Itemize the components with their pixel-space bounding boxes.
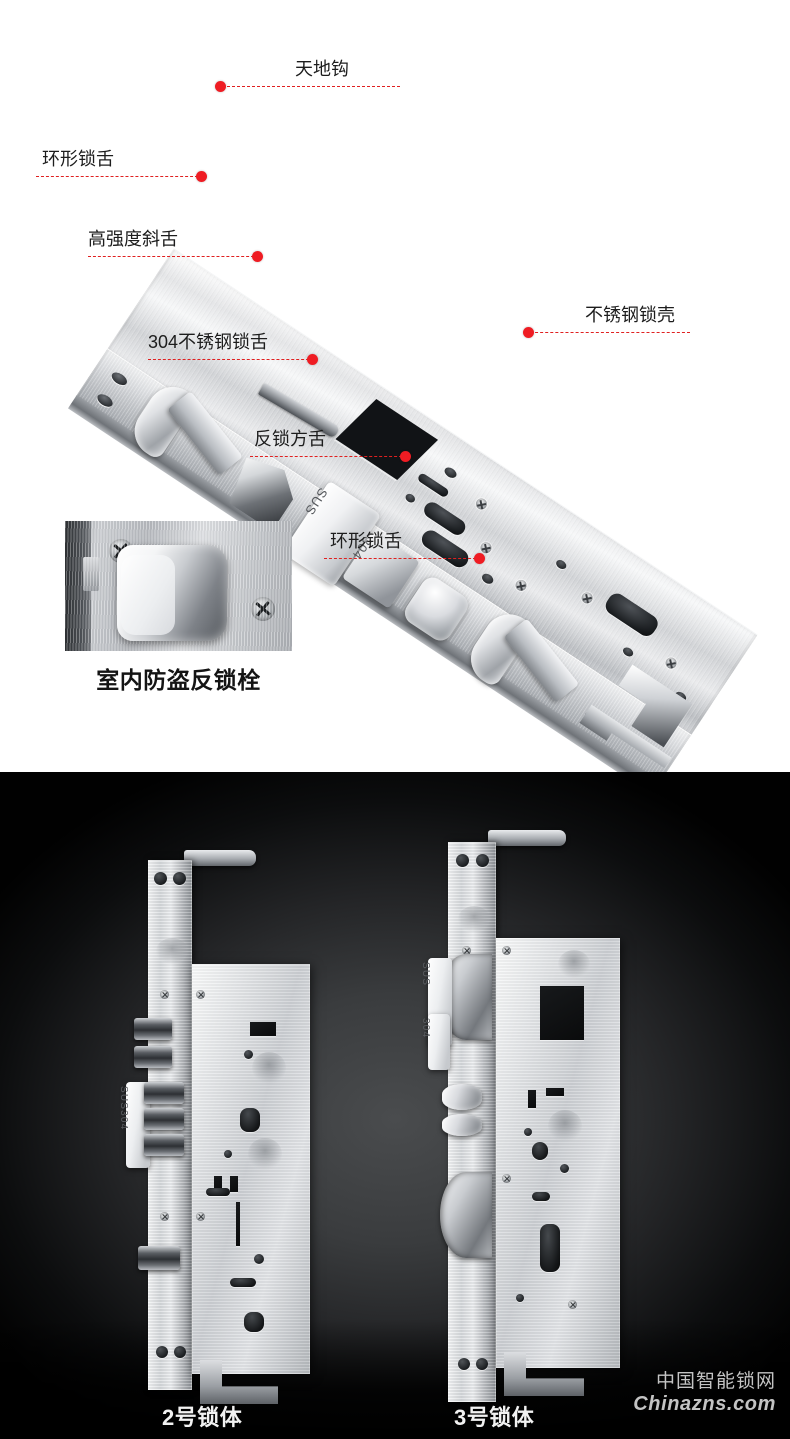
callout-leader-line — [148, 359, 314, 360]
case-slot — [236, 1202, 240, 1246]
case-slot — [532, 1192, 550, 1201]
callout-leader-line — [222, 86, 400, 87]
case-emboss-mark — [548, 1110, 582, 1142]
deadbolt — [144, 1108, 184, 1130]
case-emboss-mark — [248, 1138, 282, 1170]
grade-marking-plate: 304 — [420, 1014, 450, 1070]
case-slot — [206, 1188, 230, 1196]
floor-shadow — [0, 1319, 790, 1439]
case-screw — [502, 946, 511, 955]
lock-body-no3: SUS 304 — [420, 830, 638, 1402]
faceplate-hole — [173, 872, 186, 885]
callout-dot — [523, 327, 534, 338]
grade-text: 304 — [420, 1018, 431, 1039]
case-dot — [524, 1128, 532, 1136]
case-window — [540, 986, 584, 1040]
faceplate-screw — [160, 1212, 169, 1221]
faceplate-hole — [174, 1346, 186, 1358]
brand-logo-emboss — [156, 938, 188, 964]
callout-dot — [215, 81, 226, 92]
case-dot — [254, 1254, 264, 1264]
site-watermark: 中国智能锁网 Chinazns.com — [633, 1371, 776, 1415]
ring-latch-lower — [440, 1172, 492, 1258]
callout-leader-line — [324, 558, 481, 559]
callout-dot — [252, 251, 263, 262]
deadbolt — [144, 1082, 184, 1104]
watermark-en-text: Chinazns.com — [633, 1392, 776, 1415]
latch-bolt — [134, 1046, 172, 1068]
inset-photo — [65, 521, 292, 651]
callout-label: 环形锁舌 — [330, 531, 402, 551]
deadbolt — [442, 1084, 482, 1110]
cylinder-hole — [540, 1224, 560, 1272]
callout-dot — [307, 354, 318, 365]
faceplate-hole — [156, 1346, 168, 1358]
callout-dot — [196, 171, 207, 182]
inset-deadbolt — [117, 545, 227, 641]
case-screw — [568, 1300, 577, 1309]
inset-pin — [83, 557, 99, 591]
callout-leader-line — [530, 332, 690, 333]
case-slot — [214, 1176, 222, 1192]
faceplate-screw — [462, 946, 471, 955]
latch-bolt — [134, 1018, 172, 1040]
case-dot — [516, 1294, 524, 1302]
inset-door-edge — [65, 521, 91, 651]
sus304-text: SUS304 — [118, 1086, 129, 1131]
sus-text: SUS — [420, 962, 431, 987]
spindle-hole — [532, 1142, 548, 1160]
mortise-lock-photo: SUS 304 — [0, 0, 790, 772]
callout-leader-line — [36, 176, 203, 177]
case-screw — [502, 1174, 511, 1183]
caption-lock-no3: 3号锁体 — [454, 1405, 535, 1430]
cylinder-hole — [244, 1312, 264, 1332]
callout-label: 天地钩 — [295, 59, 349, 79]
case-dot — [244, 1050, 253, 1059]
callout-leader-line — [88, 256, 259, 257]
faceplate-screw — [160, 990, 169, 999]
callout-label: 反锁方舌 — [254, 429, 326, 449]
inset-screw-icon — [251, 597, 275, 621]
callout-dot — [400, 451, 411, 462]
spindle-hole — [240, 1108, 260, 1132]
faceplate-hole — [476, 854, 489, 867]
latch-bolt — [138, 1246, 180, 1270]
case-slot — [528, 1090, 536, 1108]
detail-photo-section: SUS 304 天地钩 环形锁舌 高强度斜舌 — [0, 0, 790, 772]
callout-label: 304不锈钢锁舌 — [148, 332, 269, 352]
callout-label: 不锈钢锁壳 — [585, 305, 675, 325]
top-hook-bolt — [184, 850, 256, 866]
case-screw — [196, 990, 205, 999]
case-slot — [546, 1088, 564, 1096]
callout-label: 高强度斜舌 — [88, 229, 178, 249]
faceplate-hole — [476, 1358, 488, 1370]
case-emboss-mark — [558, 950, 590, 978]
lock-body-no2: SUS304 — [118, 850, 328, 1404]
case-dot — [560, 1164, 569, 1173]
brand-logo-emboss — [458, 906, 490, 932]
deadbolt — [442, 1114, 482, 1136]
case-dot — [224, 1150, 232, 1158]
case-slot — [230, 1278, 256, 1287]
top-hook-bolt — [488, 830, 566, 846]
callout-dot — [474, 553, 485, 564]
case-screw — [196, 1212, 205, 1221]
caption-lock-no2: 2号锁体 — [162, 1405, 243, 1430]
inset-caption: 室内防盗反锁栓 — [96, 667, 261, 693]
watermark-cn-text: 中国智能锁网 — [655, 1371, 776, 1393]
deadbolt — [144, 1134, 184, 1156]
callout-leader-line — [250, 456, 407, 457]
case-window — [250, 1022, 276, 1036]
case-slot — [230, 1176, 238, 1192]
callout-label: 环形锁舌 — [42, 149, 114, 169]
comparison-photo-section: SUS 304 — [0, 772, 790, 1439]
deadbolt-closeup-inset: 室内防盗反锁栓 — [65, 521, 292, 693]
faceplate-hole — [154, 872, 167, 885]
faceplate-hole — [458, 1358, 470, 1370]
case-emboss-mark — [252, 1052, 286, 1084]
faceplate-hole — [456, 854, 469, 867]
